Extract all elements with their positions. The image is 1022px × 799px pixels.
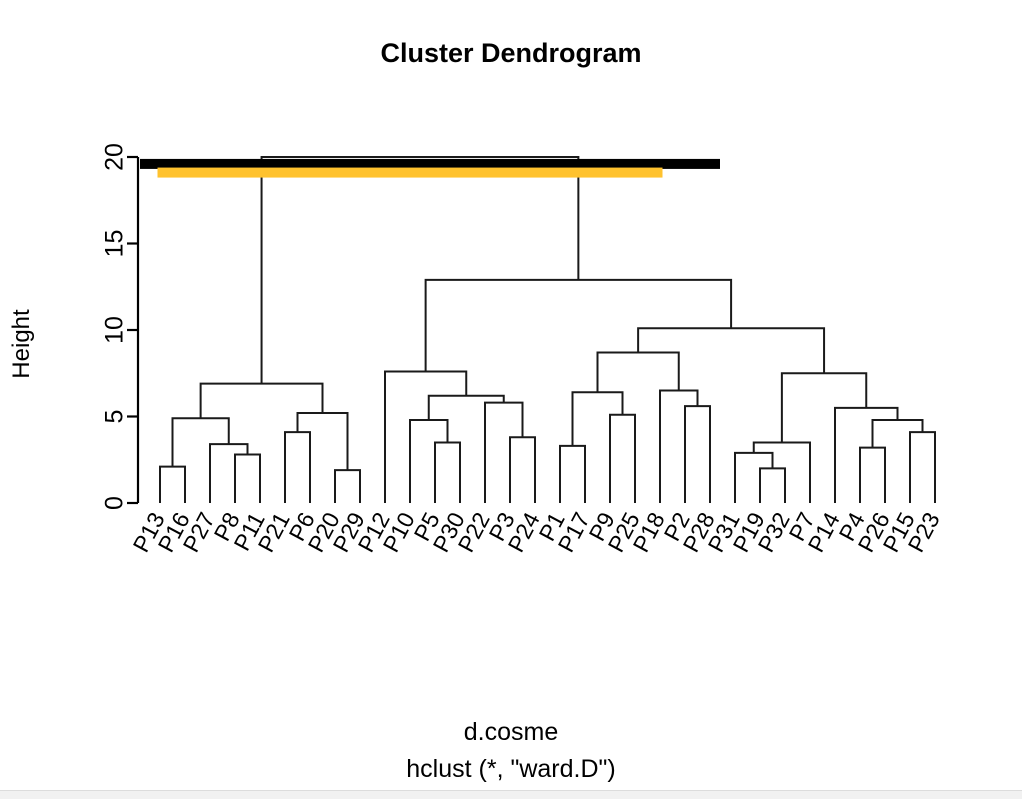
dendrogram-link bbox=[509, 436, 536, 503]
dendrogram-link bbox=[234, 453, 261, 503]
page-title: Cluster Dendrogram bbox=[380, 38, 642, 68]
dendrogram-link bbox=[834, 406, 899, 503]
dendrogram-link bbox=[296, 412, 349, 471]
y-axis: 0 5 10 15 20 bbox=[101, 143, 140, 510]
dendrogram-link bbox=[859, 446, 886, 503]
caption-method: hclust (*, "ward.D") bbox=[406, 755, 616, 783]
dendrogram-link bbox=[171, 417, 230, 467]
dendrogram-link bbox=[637, 327, 826, 374]
dendrogram-link bbox=[260, 156, 580, 384]
cut-bars-overlay bbox=[140, 158, 720, 178]
y-tick-label: 0 bbox=[101, 496, 129, 510]
dendrogram-link bbox=[659, 389, 699, 503]
dendrogram-link bbox=[559, 444, 586, 503]
caption-distance: d.cosme bbox=[463, 718, 559, 746]
dendrogram-link bbox=[684, 405, 711, 503]
y-tick-label: 20 bbox=[101, 143, 129, 171]
dendrogram-link bbox=[334, 469, 361, 503]
dendrogram-link bbox=[409, 418, 449, 503]
leaf-labels: P13P16P27P8P11P21P6P20P29P12P10P5P30P22P… bbox=[128, 508, 945, 557]
dendrogram-link bbox=[759, 467, 786, 503]
window-bottom-strip bbox=[0, 790, 1022, 799]
dendrogram-link bbox=[424, 278, 733, 372]
dendrogram-link bbox=[209, 443, 249, 503]
dendrogram-link bbox=[571, 391, 624, 446]
dendrogram-link bbox=[427, 394, 505, 420]
dendrogram-link bbox=[434, 441, 461, 503]
dendrogram-link bbox=[752, 441, 811, 503]
dendrogram-link bbox=[734, 451, 774, 503]
y-tick-label: 10 bbox=[101, 316, 129, 344]
black-cut-bar bbox=[140, 158, 720, 169]
dendrogram-link bbox=[871, 418, 924, 448]
orange-cut-bar bbox=[157, 167, 663, 178]
y-tick-label: 15 bbox=[101, 230, 129, 258]
dendrogram-link bbox=[596, 351, 680, 393]
dendrogram-link bbox=[159, 465, 186, 503]
dendrogram-link bbox=[384, 370, 468, 503]
dendrogram-link bbox=[609, 413, 636, 503]
dendrogram-link bbox=[484, 401, 524, 503]
dendrogram-link bbox=[909, 431, 936, 503]
dendrogram-tree bbox=[159, 156, 936, 503]
y-tick-label: 5 bbox=[101, 410, 129, 424]
dendrogram-link bbox=[284, 431, 311, 503]
